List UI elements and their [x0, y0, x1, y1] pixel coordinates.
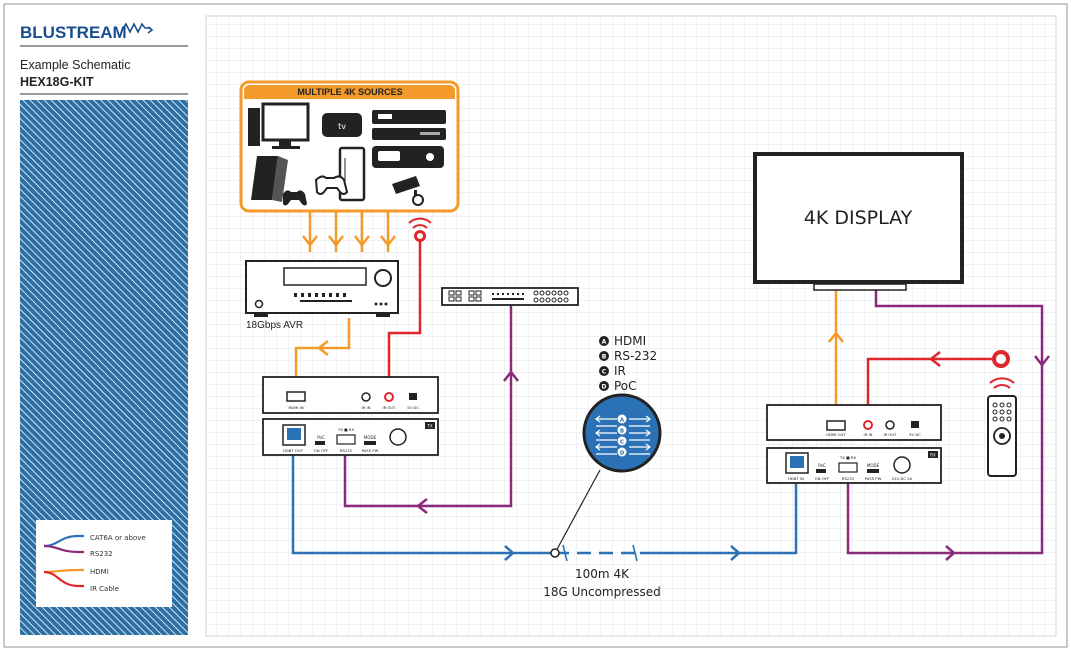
hdbaset-cable-right: [640, 455, 798, 555]
rx-rs232-label: TX ■ RX: [839, 455, 857, 460]
legend-label: RS232: [90, 550, 113, 558]
sources-box: MULTIPLE 4K SOURCES tv: [239, 80, 460, 213]
set-top-box-icon: [372, 110, 446, 140]
lens-marker-d: D: [617, 447, 627, 457]
tx-poc-label: PoC: [317, 435, 325, 440]
model-name: HEX18G-KIT: [20, 75, 94, 89]
tx-mode-label: MODE: [364, 435, 377, 440]
apple-tv-logo: tv: [338, 122, 346, 131]
hdmi-source-cables: [302, 210, 396, 252]
rx-port-label: PASS PW: [865, 476, 882, 481]
apple-tv-icon: tv: [322, 113, 362, 137]
tx-port-label: ON OFF: [314, 448, 328, 453]
tx-port-label: HDBT OUT: [283, 448, 304, 453]
tx-port-label: HDMI IN: [288, 405, 304, 410]
brand-arrow-icon: [147, 26, 154, 34]
legend-label: HDMI: [90, 568, 109, 576]
signal-item-d: D PoC: [599, 379, 637, 393]
legend: CAT6A or above RS232 HDMI IR Cable: [36, 520, 172, 607]
avr-device: 18Gbps AVR: [245, 260, 399, 331]
rx-mode-label: MODE: [867, 463, 880, 468]
display-device: 4K DISPLAY: [753, 152, 964, 291]
signal-list: A HDMI B RS-232 C IR D PoC: [599, 334, 657, 393]
svg-text:A: A: [620, 417, 625, 423]
tx-port-label: 5V DC: [407, 405, 419, 410]
signal-letter: C: [602, 369, 607, 376]
signal-item-a: A HDMI: [599, 334, 646, 348]
rx-port-label: ON OFF: [815, 476, 829, 481]
cctv-camera-icon: [392, 176, 424, 206]
rs232-rx-cable: [846, 290, 1044, 555]
signal-letter: D: [602, 384, 607, 391]
cable-distance-label: 100m 4K: [575, 567, 630, 581]
callout-dot: [550, 548, 560, 558]
rs232-tx-cable: [343, 302, 513, 508]
svg-text:C: C: [620, 439, 624, 445]
legend-label: IR Cable: [90, 585, 119, 593]
rx-port-label: HDMI OUT: [826, 432, 846, 437]
remote-control-icon: [987, 377, 1017, 477]
pc-icon: [248, 102, 310, 149]
game-console-icon: [251, 156, 307, 206]
rx-port-label: RS232: [842, 476, 855, 481]
legend-label: CAT6A or above: [90, 534, 146, 542]
ir-emitter-icon: [408, 217, 432, 242]
ir-receiver-icon: [992, 350, 1010, 368]
network-switch-device: [441, 287, 579, 306]
legend-item-rs232: RS232: [43, 544, 113, 558]
legend-item-ir: IR Cable: [43, 570, 119, 593]
lens-marker-a: A: [617, 414, 627, 424]
hdmi-port-icon: [826, 420, 846, 431]
transmitter-unit: HDMI IN IR IN IR OUT 5V DC PoC TX ■ RX M…: [262, 376, 439, 456]
cable-magnifier: A B C D: [582, 393, 662, 473]
rx-port-label: 5V DC: [909, 432, 921, 437]
ir-tx-cable: [387, 236, 422, 392]
brand-name: BLUSTREAM: [20, 23, 127, 42]
rx-poc-label: PoC: [818, 463, 826, 468]
hdmi-port-icon: [286, 391, 306, 402]
signal-label: IR: [614, 364, 626, 378]
xbox-console-icon: [314, 146, 366, 202]
lens-marker-c: C: [617, 436, 627, 446]
brand-wave-icon: [121, 22, 151, 34]
tx-port-label: IR IN: [362, 405, 371, 410]
hdmi-avr-to-tx-cable: [294, 318, 351, 392]
tx-port-label: IR OUT: [382, 405, 396, 410]
svg-text:D: D: [620, 450, 625, 456]
ir-rx-cable: [866, 357, 1001, 422]
cable-spec-label: 18G Uncompressed: [543, 585, 661, 599]
rx-tag: RX: [930, 453, 936, 458]
rx-port-label: 24V DC 2A: [892, 476, 913, 481]
signal-item-c: C IR: [599, 364, 626, 378]
rx-port-label: HDBT IN: [788, 476, 804, 481]
lens-marker-b: B: [617, 425, 627, 435]
signal-item-b: B RS-232: [599, 349, 657, 363]
tx-port-label: RS232: [340, 448, 353, 453]
signal-label: HDMI: [614, 334, 646, 348]
tx-port-label: PASS PW: [362, 448, 379, 453]
svg-text:B: B: [620, 428, 624, 434]
tx-rs232-label: TX ■ RX: [337, 427, 355, 432]
receiver-unit: HDMI OUT IR IN IR OUT 5V DC PoC TX ■ RX …: [766, 404, 942, 484]
sources-title: MULTIPLE 4K SOURCES: [297, 87, 402, 97]
rx-port-label: IR IN: [864, 432, 873, 437]
signal-letter: B: [602, 354, 607, 361]
blu-ray-player-icon: [372, 146, 444, 168]
hdbaset-cable-left: [291, 455, 555, 555]
tx-tag: TX: [426, 424, 432, 429]
signal-label: RS-232: [614, 349, 657, 363]
signal-label: PoC: [614, 379, 637, 393]
display-label: 4K DISPLAY: [804, 207, 913, 229]
signal-letter: A: [602, 339, 607, 346]
callout-line: [554, 469, 601, 554]
legend-swatch: [43, 544, 84, 554]
legend-swatch: [43, 570, 84, 588]
rx-port-label: IR OUT: [883, 432, 897, 437]
avr-label: 18Gbps AVR: [246, 320, 303, 331]
schematic-subtitle: Example Schematic: [20, 58, 130, 72]
brand-logo: BLUSTREAM: [20, 22, 154, 42]
legend-box: [36, 520, 172, 607]
